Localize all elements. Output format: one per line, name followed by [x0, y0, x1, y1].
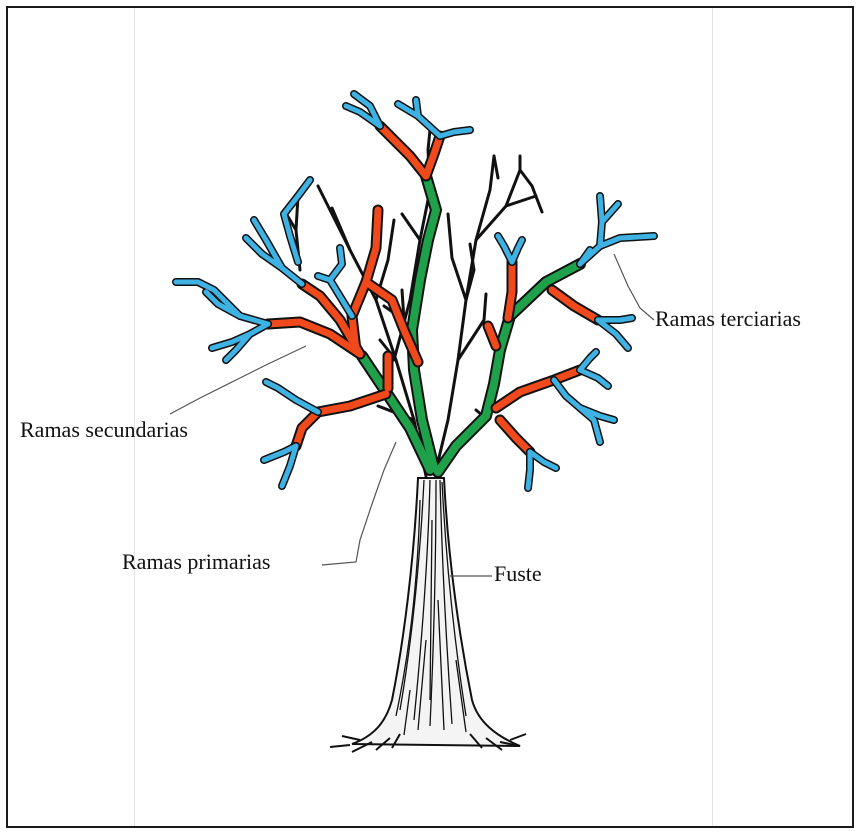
leader-line-primarias	[322, 442, 396, 565]
leader-line-secundarias	[170, 346, 306, 414]
secondary-branches	[268, 126, 598, 452]
label-ramas-terciarias: Ramas terciarias	[655, 308, 801, 330]
black-twigs	[212, 130, 542, 476]
leader-line-terciarias	[614, 254, 654, 320]
trunk	[330, 478, 526, 752]
label-ramas-primarias: Ramas primarias	[122, 551, 270, 573]
label-ramas-secundarias: Ramas secundarias	[20, 419, 188, 441]
label-fuste: Fuste	[494, 563, 542, 585]
